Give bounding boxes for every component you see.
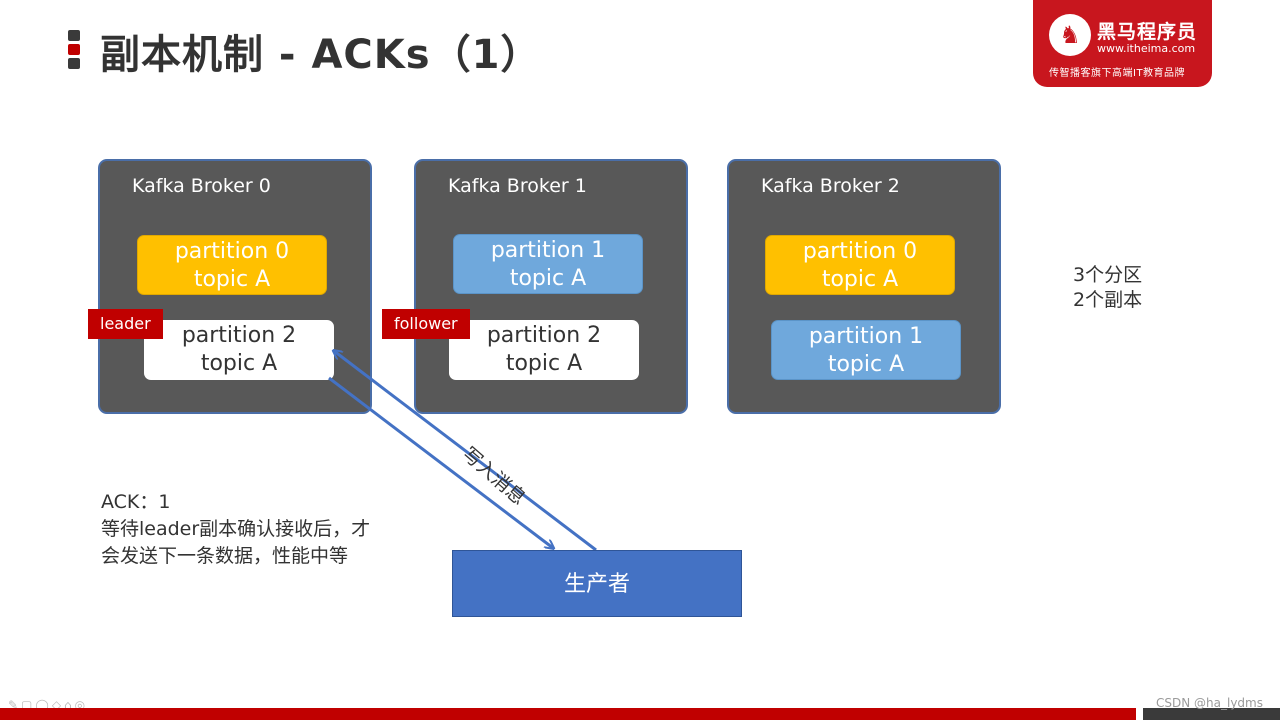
ack-arrow [334, 351, 597, 552]
topic-label: topic A [821, 267, 899, 292]
partition-label: partition 1 [808, 324, 924, 349]
write-arrow [328, 376, 553, 548]
leader-tag: leader [88, 309, 163, 339]
ack-desc-line-2: 会发送下一条数据，性能中等 [101, 545, 349, 567]
topic-label: topic A [193, 267, 271, 292]
brand-logo: ♞ 黑马程序员 www.itheima.com 传智播客旗下高端IT教育品牌 [1033, 0, 1212, 87]
broker-0-title: Kafka Broker 0 [132, 175, 271, 197]
topic-label: topic A [505, 351, 583, 376]
partition-label: partition 2 [181, 323, 297, 348]
follower-tag: follower [382, 309, 470, 339]
broker-2-box: Kafka Broker 2 partition 0 topic A parti… [727, 159, 1001, 414]
horse-logo-icon: ♞ [1049, 14, 1091, 56]
partition-label: partition 0 [802, 239, 918, 264]
broker-1-partition-1: partition 1 topic A [453, 234, 643, 294]
brand-url: www.itheima.com [1097, 42, 1196, 55]
broker-1-box: Kafka Broker 1 partition 1 topic A parti… [414, 159, 688, 414]
title-marker [68, 30, 82, 72]
topic-label: topic A [200, 351, 278, 376]
watermark: CSDN @ha_lydms [1156, 696, 1263, 710]
topic-label: topic A [509, 266, 587, 291]
brand-name: 黑马程序员 [1097, 21, 1198, 43]
broker-2-partition-1: partition 1 topic A [771, 320, 961, 380]
partition-replica-note: 3个分区 2个副本 [1073, 263, 1142, 313]
broker-1-partition-2-follower: partition 2 topic A [449, 320, 639, 380]
partition-label: partition 1 [490, 238, 606, 263]
footer-bar [0, 708, 1136, 720]
broker-0-partition-0: partition 0 topic A [137, 235, 327, 295]
page-title: 副本机制 - ACKs（1） [100, 32, 542, 78]
footer-bar-dark [1143, 708, 1280, 720]
broker-0-partition-2-leader: partition 2 topic A [144, 320, 334, 380]
ack-level-text: ACK：1 [101, 491, 171, 513]
brand-slogan: 传智播客旗下高端IT教育品牌 [1049, 68, 1186, 79]
partition-label: partition 0 [174, 239, 290, 264]
partition-label: partition 2 [486, 323, 602, 348]
ack-description: ACK：1 等待leader副本确认接收后，才 会发送下一条数据，性能中等 [101, 489, 370, 570]
replica-count-text: 2个副本 [1073, 289, 1143, 311]
broker-1-title: Kafka Broker 1 [448, 175, 587, 197]
broker-0-box: Kafka Broker 0 partition 0 topic A parti… [98, 159, 372, 414]
broker-2-title: Kafka Broker 2 [761, 175, 900, 197]
broker-2-partition-0: partition 0 topic A [765, 235, 955, 295]
partition-count-text: 3个分区 [1073, 264, 1143, 286]
producer-box: 生产者 [452, 550, 742, 617]
topic-label: topic A [827, 352, 905, 377]
ack-desc-line-1: 等待leader副本确认接收后，才 [101, 518, 371, 540]
